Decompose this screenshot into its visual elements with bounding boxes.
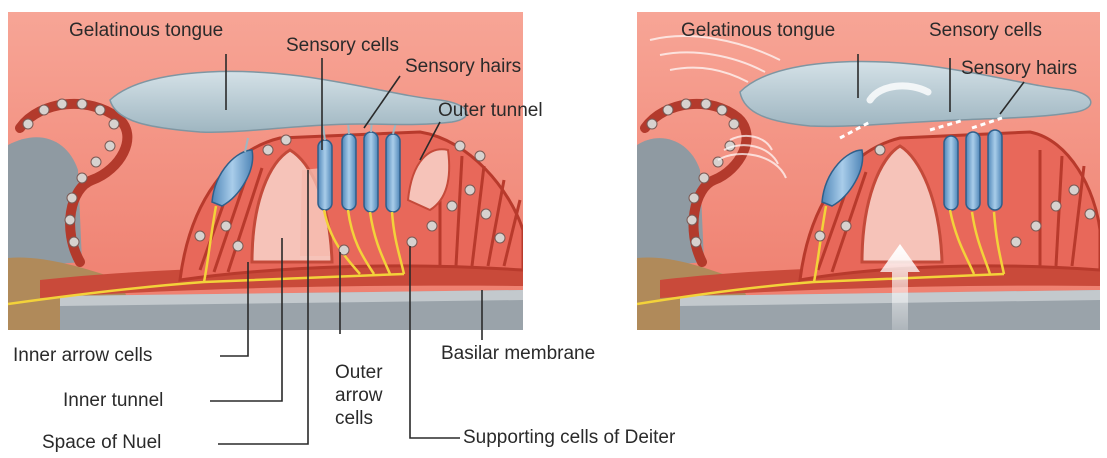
label-sensory-hairs-left: Sensory hairs bbox=[405, 56, 521, 78]
label-supporting-cells-of-deiter: Supporting cells of Deiter bbox=[463, 427, 675, 449]
label-sensory-hairs-right: Sensory hairs bbox=[961, 58, 1077, 80]
label-gelatinous-tongue-right: Gelatinous tongue bbox=[681, 20, 835, 42]
label-sensory-cells-right: Sensory cells bbox=[929, 20, 1042, 42]
label-outer-tunnel: Outer tunnel bbox=[438, 100, 543, 122]
label-outer-arrow-cells-line2: arrow bbox=[335, 385, 383, 407]
label-inner-arrow-cells: Inner arrow cells bbox=[13, 345, 152, 367]
label-basilar-membrane: Basilar membrane bbox=[441, 343, 595, 365]
label-gelatinous-tongue-left: Gelatinous tongue bbox=[69, 20, 223, 42]
label-outer-arrow-cells-line3: cells bbox=[335, 408, 373, 430]
label-sensory-cells-left: Sensory cells bbox=[286, 35, 399, 57]
label-space-of-nuel: Space of Nuel bbox=[42, 432, 161, 454]
label-inner-tunnel: Inner tunnel bbox=[63, 390, 163, 412]
label-outer-arrow-cells-line1: Outer bbox=[335, 362, 383, 384]
